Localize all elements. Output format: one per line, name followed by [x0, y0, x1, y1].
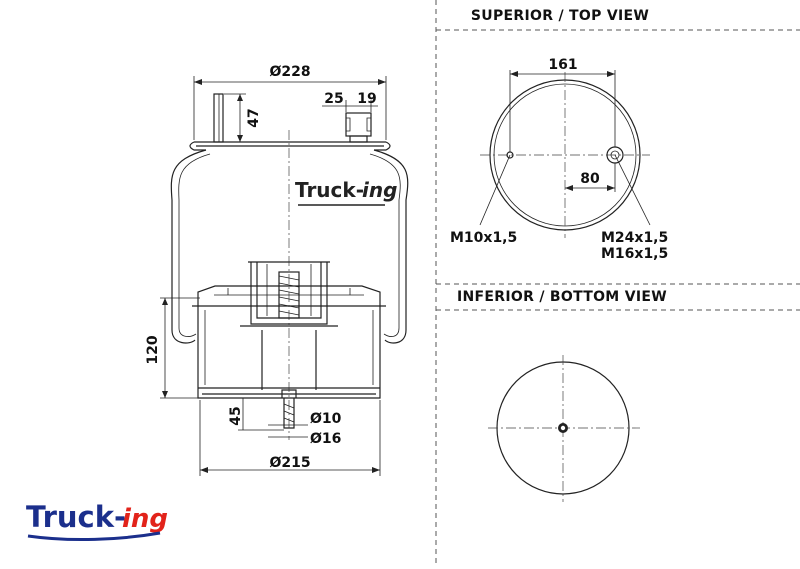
side-view: Ø228 47 25 19 120 45 Ø10 Ø16 Ø215 [145, 64, 409, 476]
thread-left-label: M10x1,5 [450, 230, 517, 246]
drawing-brand-script: ing [362, 178, 397, 202]
dim-port-width: 25 [324, 91, 343, 107]
dim-top-span: 161 [548, 57, 577, 73]
drawing-brand-mark: Truck- ing [295, 178, 397, 206]
dim-height-120: 120 [145, 335, 161, 364]
dim-base-diameter: Ø215 [269, 455, 310, 471]
dim-port-offset: 19 [357, 91, 376, 107]
dim-top-diameter: Ø228 [269, 64, 310, 80]
drawing-brand-main: Truck- [295, 178, 364, 202]
top-view: 161 80 M10x1,5 M24x1,5 M16x1,5 [450, 57, 668, 262]
bottom-view-title: INFERIOR / BOTTOM VIEW [457, 289, 667, 305]
thread-right-label-2: M16x1,5 [601, 246, 668, 262]
dim-thread-10: Ø10 [310, 411, 342, 427]
dim-stud-height: 47 [246, 108, 262, 127]
dim-height-45: 45 [228, 406, 244, 425]
brand-logo-script: ing [122, 504, 168, 534]
view-separators [435, 0, 800, 565]
dim-port-distance: 80 [580, 171, 600, 187]
thread-right-label-1: M24x1,5 [601, 230, 668, 246]
dim-thread-16: Ø16 [310, 431, 341, 447]
brand-logo-main: Truck- [26, 500, 126, 534]
brand-logo: Truck- ing [26, 500, 168, 542]
bottom-view [488, 355, 640, 502]
top-view-title: SUPERIOR / TOP VIEW [471, 8, 649, 24]
